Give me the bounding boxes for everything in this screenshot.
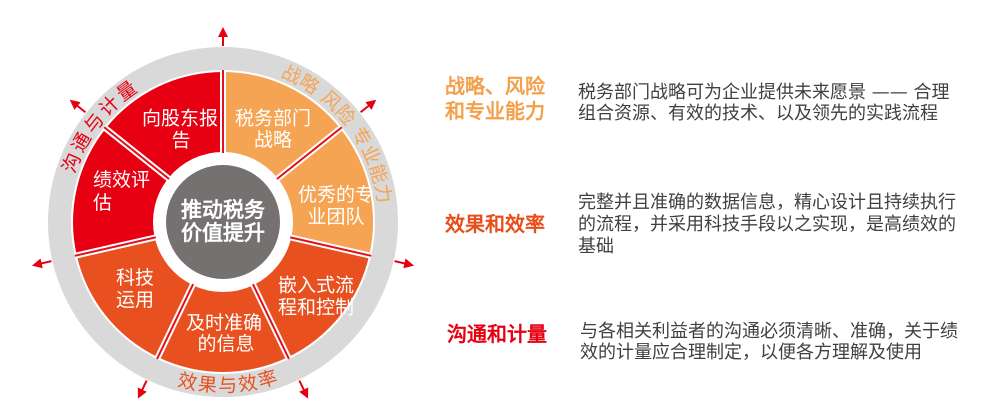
segment-label-performance-evaluation-2: 估 [93, 192, 112, 214]
arrow-right-icon [394, 258, 415, 269]
legend-description-line: 组合资源、有效的技术、以及领先的实践流程 [578, 103, 938, 124]
segment-label-technology-2: 运用 [116, 289, 154, 311]
legend-description-communication: 与各相关利益者的沟通必须清晰、准确，关于绩 效的计量应合理制定，以便各方理解及使… [580, 321, 958, 363]
segment-label-professional-team-1: 优秀的专 [298, 184, 374, 206]
tax-value-wheel: 战略 风险 专业能力 沟通与计量 效果与效率 [31, 27, 415, 399]
outer-ring [48, 47, 398, 397]
legend-heading-strategy-line2: 和专业能力 [445, 99, 545, 123]
segment-label-timely-information-1: 及时准确 [186, 312, 262, 334]
legend-heading-strategy-line1: 战略、风险 [445, 74, 545, 98]
arrow-upper-left-icon [69, 99, 87, 114]
segment-label-performance-evaluation-1: 绩效评 [93, 169, 150, 191]
segment-embedded-process [253, 237, 370, 358]
segment-label-embedded-process-2: 程和控制 [278, 297, 354, 319]
legend-description-line: 完整并且准确的数据信息，精心设计且持续执行 [578, 192, 956, 213]
center-circle [166, 165, 280, 279]
legend-description-line: 与各相关利益者的沟通必须清晰、准确，关于绩 [580, 321, 958, 342]
arrow-left-icon [31, 258, 52, 269]
segment-label-shareholder-reporting-2: 告 [171, 130, 190, 152]
segment-label-professional-team-2: 业团队 [307, 206, 364, 228]
segment-label-embedded-process-1: 嵌入式流 [278, 275, 354, 297]
center-label-line1: 推动税务 [181, 198, 266, 222]
segment-timely-information [157, 285, 289, 373]
arrow-upper-right-icon [359, 99, 377, 114]
arrow-lower-left-icon [137, 380, 148, 399]
legend-description-line: 的流程，并采用科技手段以之实现，是高绩效的 [578, 214, 956, 235]
segment-label-tax-strategy-1: 税务部门 [235, 108, 311, 130]
legend-description-effectiveness: 完整并且准确的数据信息，精心设计且持续执行 的流程，并采用科技手段以之实现，是高… [578, 192, 956, 258]
segment-dividers [74, 70, 372, 361]
arrow-lower-right-icon [298, 380, 309, 399]
outward-arrows [31, 27, 415, 399]
segment-label-technology-1: 科技 [116, 267, 154, 289]
legend-heading-strategy: 战略、风险 和专业能力 [445, 74, 545, 124]
legend-description-line: 税务部门战略可为企业提供未来愿景 —— 合理 [578, 82, 950, 103]
center-label-line2: 价值提升 [181, 221, 265, 245]
segment-label-timely-information-2: 的信息 [197, 333, 254, 355]
legend-heading-communication: 沟通和计量 [447, 322, 547, 347]
legend-description-line: 基础 [578, 236, 614, 257]
legend-description-strategy: 税务部门战略可为企业提供未来愿景 —— 合理 组合资源、有效的技术、以及领先的实… [578, 82, 949, 124]
legend-heading-effectiveness: 效果和效率 [445, 212, 545, 237]
segment-label-tax-strategy-2: 战略 [254, 129, 292, 151]
legend-heading-communication-line1: 沟通和计量 [447, 322, 547, 346]
segment-label-shareholder-reporting-1: 向股东报 [142, 108, 218, 130]
legend-heading-effectiveness-line1: 效果和效率 [445, 212, 545, 236]
legend-description-line: 效的计量应合理制定，以便各方理解及使用 [580, 341, 922, 363]
segment-technology [76, 237, 193, 358]
